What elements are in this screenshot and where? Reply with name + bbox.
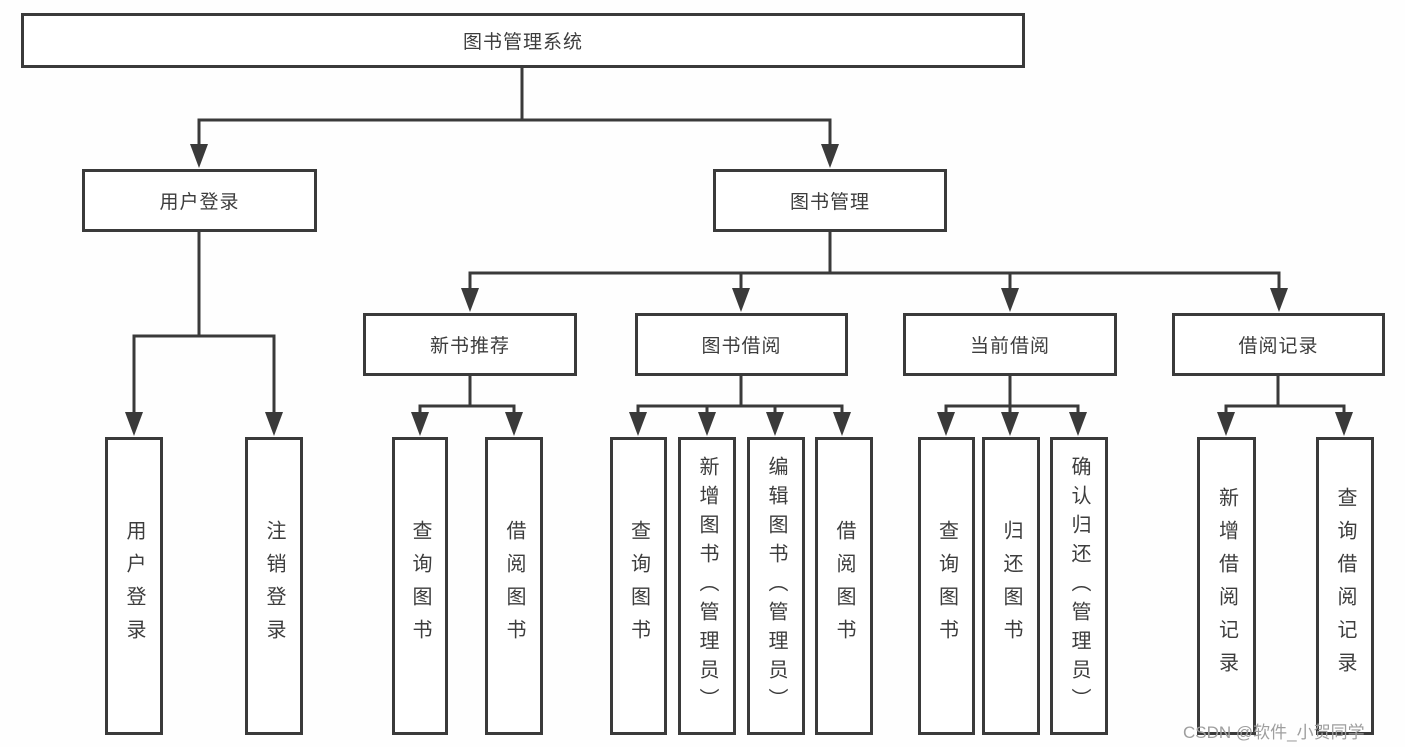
node-book-borrowing: 图书借阅 — [635, 313, 848, 376]
node-add-books-admin: 新增图书（管理员） — [678, 437, 736, 735]
node-borrow-books: 借阅图书 — [815, 437, 873, 735]
node-add-borrow-record-label: 新增借阅记录 — [1215, 487, 1238, 685]
node-return-books: 归还图书 — [982, 437, 1040, 735]
node-query-borrow-record-label: 查询借阅记录 — [1334, 487, 1356, 685]
node-borrow-books-recommend-label: 借阅图书 — [503, 520, 525, 652]
node-edit-books-admin: 编辑图书（管理员） — [747, 437, 805, 735]
node-add-borrow-record: 新增借阅记录 — [1197, 437, 1256, 735]
node-query-borrow-record: 查询借阅记录 — [1316, 437, 1374, 735]
node-book-borrowing-label: 图书借阅 — [701, 336, 782, 357]
node-user-login-branch: 用户登录 — [82, 169, 317, 232]
node-new-book-recommend-label: 新书推荐 — [429, 336, 510, 357]
node-current-borrowing-label: 当前借阅 — [969, 336, 1050, 357]
node-confirm-return-admin-label: 确认归还（管理员） — [1068, 455, 1090, 717]
node-new-book-recommend: 新书推荐 — [363, 313, 577, 376]
node-confirm-return-admin: 确认归还（管理员） — [1050, 437, 1108, 735]
node-query-books-current-label: 查询图书 — [935, 520, 958, 652]
node-borrow-books-label: 借阅图书 — [833, 520, 855, 652]
csdn-watermark: CSDN @软件_小贺同学 — [1183, 723, 1365, 742]
node-logout: 注销登录 — [245, 437, 303, 735]
node-query-books-recommend-label: 查询图书 — [409, 520, 431, 652]
node-book-management: 图书管理 — [713, 169, 947, 232]
node-user-login-branch-label: 用户登录 — [159, 192, 240, 213]
node-borrowing-records-label: 借阅记录 — [1238, 336, 1319, 357]
node-borrowing-records: 借阅记录 — [1172, 313, 1385, 376]
node-query-books-borrowing-label: 查询图书 — [627, 520, 650, 652]
node-edit-books-admin-label: 编辑图书（管理员） — [765, 455, 787, 717]
node-add-books-admin-label: 新增图书（管理员） — [696, 455, 718, 717]
node-user-login-leaf-label: 用户登录 — [123, 520, 145, 652]
node-borrow-books-recommend: 借阅图书 — [485, 437, 543, 735]
node-query-books-current: 查询图书 — [918, 437, 975, 735]
node-user-login-leaf: 用户登录 — [105, 437, 163, 735]
node-library-system: 图书管理系统 — [21, 13, 1025, 68]
node-query-books-recommend: 查询图书 — [392, 437, 448, 735]
node-library-system-label: 图书管理系统 — [462, 32, 583, 53]
node-return-books-label: 归还图书 — [1000, 520, 1022, 652]
node-book-management-label: 图书管理 — [789, 192, 870, 213]
node-logout-label: 注销登录 — [263, 520, 285, 652]
node-current-borrowing: 当前借阅 — [903, 313, 1117, 376]
node-query-books-borrowing: 查询图书 — [610, 437, 667, 735]
